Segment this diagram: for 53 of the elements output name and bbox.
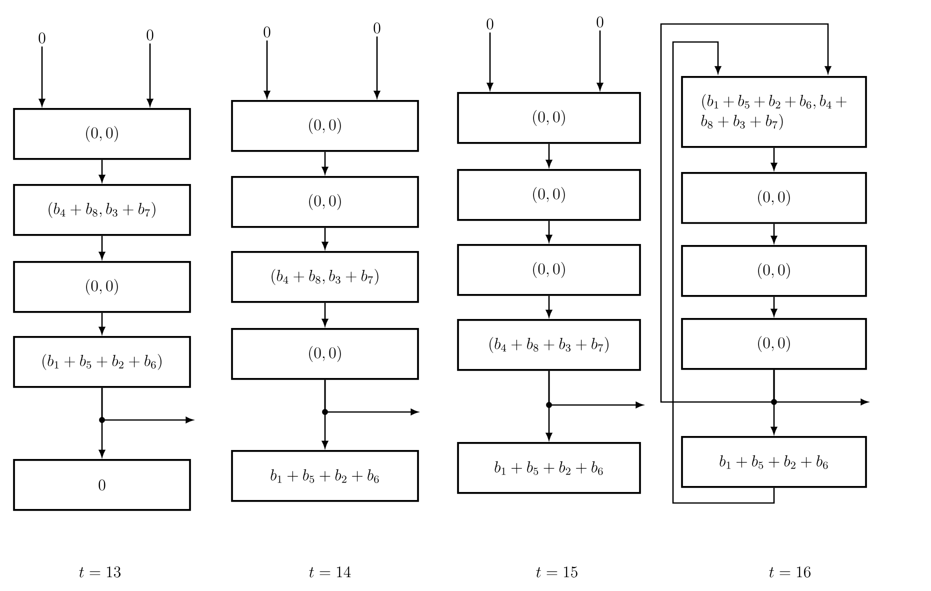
register-box: $(0, 0)$: [13, 108, 191, 160]
register-box: $(0, 0)$: [231, 176, 419, 228]
arrow: [546, 144, 552, 168]
register-box: $(0, 0)$: [457, 244, 641, 296]
arrow: [98, 312, 106, 334]
arrow: [546, 220, 552, 242]
register-box: $(b_4 + b_8 + b_3 + b_7)$: [457, 319, 641, 371]
register-box: $(0, 0)$: [457, 92, 641, 144]
arrow: [101, 388, 194, 424]
arrow: [770, 224, 778, 244]
input-value: $0$: [374, 22, 380, 34]
arrow: [824, 66, 832, 74]
time-label: $t = 14$: [309, 566, 351, 578]
input-value: $0$: [486, 18, 494, 30]
register-box: $(b_4 + b_8, b_3 + b_7)$: [231, 251, 419, 303]
register-box: $(b_4 + b_8, b_3 + b_7)$: [13, 184, 191, 236]
arrow: [770, 148, 778, 170]
arrow: [596, 30, 604, 90]
arrow: [322, 228, 328, 250]
time-label: $t = 13$: [79, 566, 121, 578]
register-box: $b_1 + b_5 + b_2 + b_6$: [231, 450, 419, 502]
register-box: $(0, 0)$: [231, 100, 419, 152]
register-box: $(0, 0)$: [681, 172, 867, 224]
arrow: [770, 296, 778, 316]
arrow: [546, 296, 552, 318]
register-box: $(0, 0)$: [231, 328, 419, 380]
time-label: $t = 15$: [536, 566, 578, 578]
input-value: $0$: [596, 16, 604, 28]
arrow: [486, 32, 494, 90]
register-box: $b_1 + b_5 + b_2 + b_6$: [457, 442, 641, 494]
register-box: $b_1 + b_5 + b_2 + b_6$: [681, 436, 867, 488]
arrow: [374, 36, 380, 98]
arrow: [324, 380, 418, 416]
register-box: $(0, 0)$: [457, 169, 641, 221]
time-label: $t = 16$: [769, 566, 810, 578]
arrow: [264, 40, 270, 98]
arrow: [322, 302, 328, 326]
arrow: [672, 41, 775, 504]
arrow: [98, 236, 106, 260]
input-value: $0$: [146, 30, 154, 40]
arrow: [548, 370, 644, 408]
arrow: [146, 43, 154, 106]
input-value: $0$: [38, 32, 46, 44]
register-box: $0$: [13, 459, 191, 511]
register-box: $(0, 0)$: [13, 261, 191, 313]
input-value: $0$: [264, 26, 270, 38]
register-box: $(0, 0)$: [681, 318, 867, 370]
arrow: [38, 46, 46, 106]
register-box: $(0, 0)$: [681, 245, 867, 297]
register-box: $(b_1 + b_5 + b_2 + b_6)$: [13, 336, 191, 388]
register-box: $(b_1 + b_5 + b_2 + b_6, b_4 + b_8 + b_3 + b_7)$: [681, 76, 867, 148]
arrow: [322, 152, 328, 174]
arrow: [98, 160, 106, 182]
